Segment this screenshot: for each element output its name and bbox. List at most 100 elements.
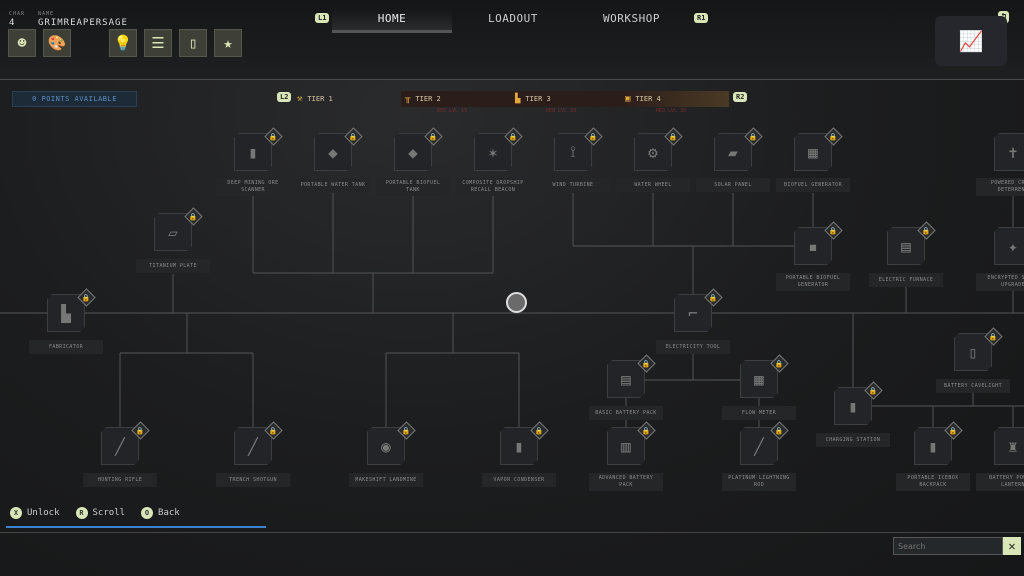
skill-node-label[interactable]: COMPOSITE DROPSHIP RECALL BEACON [456, 178, 530, 196]
skill-node-icon[interactable]: ▤ [887, 227, 925, 265]
tab-tier-2[interactable]: ╥TIER 2 [401, 91, 511, 107]
r2-button[interactable]: R2 [733, 92, 748, 102]
o-button-icon: O [141, 507, 154, 519]
char-value: 4 [9, 18, 16, 28]
skill-node-icon[interactable]: ▦ [794, 133, 832, 171]
machine-icon: ▙ [515, 94, 521, 104]
skill-node-icon[interactable]: ╱ [101, 427, 139, 465]
tab-loadout[interactable]: LOADOUT [488, 12, 538, 25]
skill-node-icon[interactable]: ◆ [314, 133, 352, 171]
skill-node-icon[interactable]: ✝ [994, 133, 1024, 171]
skill-node-label[interactable]: ADVANCED BATTERY PACK [589, 473, 663, 491]
skill-node-label[interactable]: VAPOR CONDENSER [482, 473, 556, 487]
skill-node-label[interactable]: PORTABLE BIOFUEL GENERATOR [776, 273, 850, 291]
skill-node-label[interactable]: WATER WHEEL [616, 178, 690, 192]
back-hint[interactable]: O Back [141, 507, 180, 519]
skill-node-label[interactable]: BATTERY POW... LANTERN [976, 473, 1024, 491]
skill-node-icon[interactable]: ◉ [367, 427, 405, 465]
stats-check-icon[interactable]: 📈 [935, 16, 1007, 66]
tab-tier-3[interactable]: ▙ TIER 3 [511, 91, 621, 107]
tier-label: TIER 2 [415, 95, 441, 103]
skill-node-label[interactable]: POWERED CR... DETERRENT [976, 178, 1024, 196]
skill-node-label[interactable]: CHARGING STATION [816, 433, 890, 447]
award-icon[interactable]: ★ [214, 29, 242, 57]
skill-node-icon[interactable]: ▤ [607, 360, 645, 398]
header: CHAR 4 NAME GRIMREAPERSAGE ☻ 🎨 💡 ☰ ▯ ★ L… [0, 0, 1024, 80]
tier-label: TIER 4 [635, 95, 661, 103]
skill-node-icon[interactable]: ♜ [994, 427, 1024, 465]
skill-node-label[interactable]: DEEP MINING ORE SCANNER [216, 178, 290, 196]
footer-underline [6, 526, 266, 528]
skill-node-label[interactable]: SOLAR PANEL [696, 178, 770, 192]
skill-node-label[interactable]: FLOW METER [722, 406, 796, 420]
points-available: 0 POINTS AVAILABLE [12, 91, 137, 107]
l2-button[interactable]: L2 [277, 92, 292, 102]
skill-node-icon[interactable]: ▮ [914, 427, 952, 465]
search-close-button[interactable]: ✕ [1003, 537, 1021, 555]
skill-node-icon[interactable]: ╱ [234, 427, 272, 465]
cursor [506, 292, 527, 313]
tab-tier-1[interactable]: ⚒ TIER 1 [293, 91, 401, 107]
skill-node-label[interactable]: MAKESHIFT LANDMINE [349, 473, 423, 487]
skill-node-label[interactable]: PORTABLE WATER TANK [296, 178, 370, 192]
skill-node-icon[interactable]: ◆ [394, 133, 432, 171]
tab-workshop[interactable]: WORKSHOP [603, 12, 660, 25]
name-value: GRIMREAPERSAGE [38, 18, 128, 28]
skill-node-icon[interactable]: ▮ [500, 427, 538, 465]
skill-node-label[interactable]: BIOFUEL GENERATOR [776, 178, 850, 192]
head-icon[interactable]: ☻ [8, 29, 36, 57]
skill-node-icon[interactable]: ✦ [994, 227, 1024, 265]
back-label: Back [158, 508, 180, 518]
tab-home[interactable]: HOME [332, 10, 452, 33]
skill-node-label[interactable]: PLATINUM LIGHTNING ROD [722, 473, 796, 491]
skill-node-icon[interactable]: ▙ [47, 294, 85, 332]
case-icon: ▣ [625, 94, 631, 104]
skill-node-label[interactable]: ENCRYPTED SA... UPGRADE [976, 273, 1024, 291]
skill-node-label[interactable]: WIND TURBINE [536, 178, 610, 192]
tab-tier-4[interactable]: ▣ TIER 4 [621, 91, 729, 107]
r-stick-icon: R [75, 507, 88, 519]
tablet-icon[interactable]: ▯ [179, 29, 207, 57]
skill-node-icon[interactable]: ▰ [714, 133, 752, 171]
skill-node-icon[interactable]: ▪ [794, 227, 832, 265]
skill-node-label[interactable]: TRENCH SHOTGUN [216, 473, 290, 487]
skill-node-icon[interactable]: ⌐ [674, 294, 712, 332]
skill-node-icon[interactable]: ╱ [740, 427, 778, 465]
skill-node-icon[interactable]: ⟟ [554, 133, 592, 171]
lightbulb-gear-icon[interactable]: 💡 [109, 29, 137, 57]
search-input[interactable] [893, 537, 1003, 555]
skill-node-label[interactable]: PORTABLE BIOFUEL TANK [376, 178, 450, 196]
skill-node-label[interactable]: ELECTRICITY TOOL [656, 340, 730, 354]
skill-node-icon[interactable]: ▥ [607, 427, 645, 465]
l1-button[interactable]: L1 [315, 13, 330, 23]
tier-2-req: REQ LVL 15 [437, 108, 468, 114]
skill-node-label[interactable]: HUNTING RIFLE [83, 473, 157, 487]
char-label: CHAR [9, 11, 26, 17]
skill-node-icon[interactable]: ▯ [954, 333, 992, 371]
skill-node-label[interactable]: FABRICATOR [29, 340, 103, 354]
skill-node-icon[interactable]: ▮ [834, 387, 872, 425]
skill-node-label[interactable]: BATTERY CAVELIGHT [936, 379, 1010, 393]
tier-label: TIER 3 [525, 95, 551, 103]
unlock-label: Unlock [27, 508, 60, 518]
skill-node-icon[interactable]: ▮ [234, 133, 272, 171]
skill-node-label[interactable]: BASIC BATTERY PACK [589, 406, 663, 420]
r1-button[interactable]: R1 [694, 13, 709, 23]
tier-label: TIER 1 [307, 95, 333, 103]
palette-icon[interactable]: 🎨 [43, 29, 71, 57]
skill-node-icon[interactable]: ⚙ [634, 133, 672, 171]
skill-node-label[interactable]: PORTABLE ICEBOX BACKPACK [896, 473, 970, 491]
tree-icon[interactable]: ☰ [144, 29, 172, 57]
skill-node-icon[interactable]: ✶ [474, 133, 512, 171]
skill-node-label[interactable]: TITANIUM PLATE [136, 259, 210, 273]
skill-node-icon[interactable]: ▱ [154, 213, 192, 251]
skill-node-icon[interactable]: ▦ [740, 360, 778, 398]
x-button-icon: X [10, 507, 22, 519]
hammer-icon: ⚒ [297, 94, 303, 104]
divider [0, 532, 1024, 533]
unlock-hint[interactable]: X Unlock [10, 507, 60, 519]
skill-node-label[interactable]: ELECTRIC FURNACE [869, 273, 943, 287]
